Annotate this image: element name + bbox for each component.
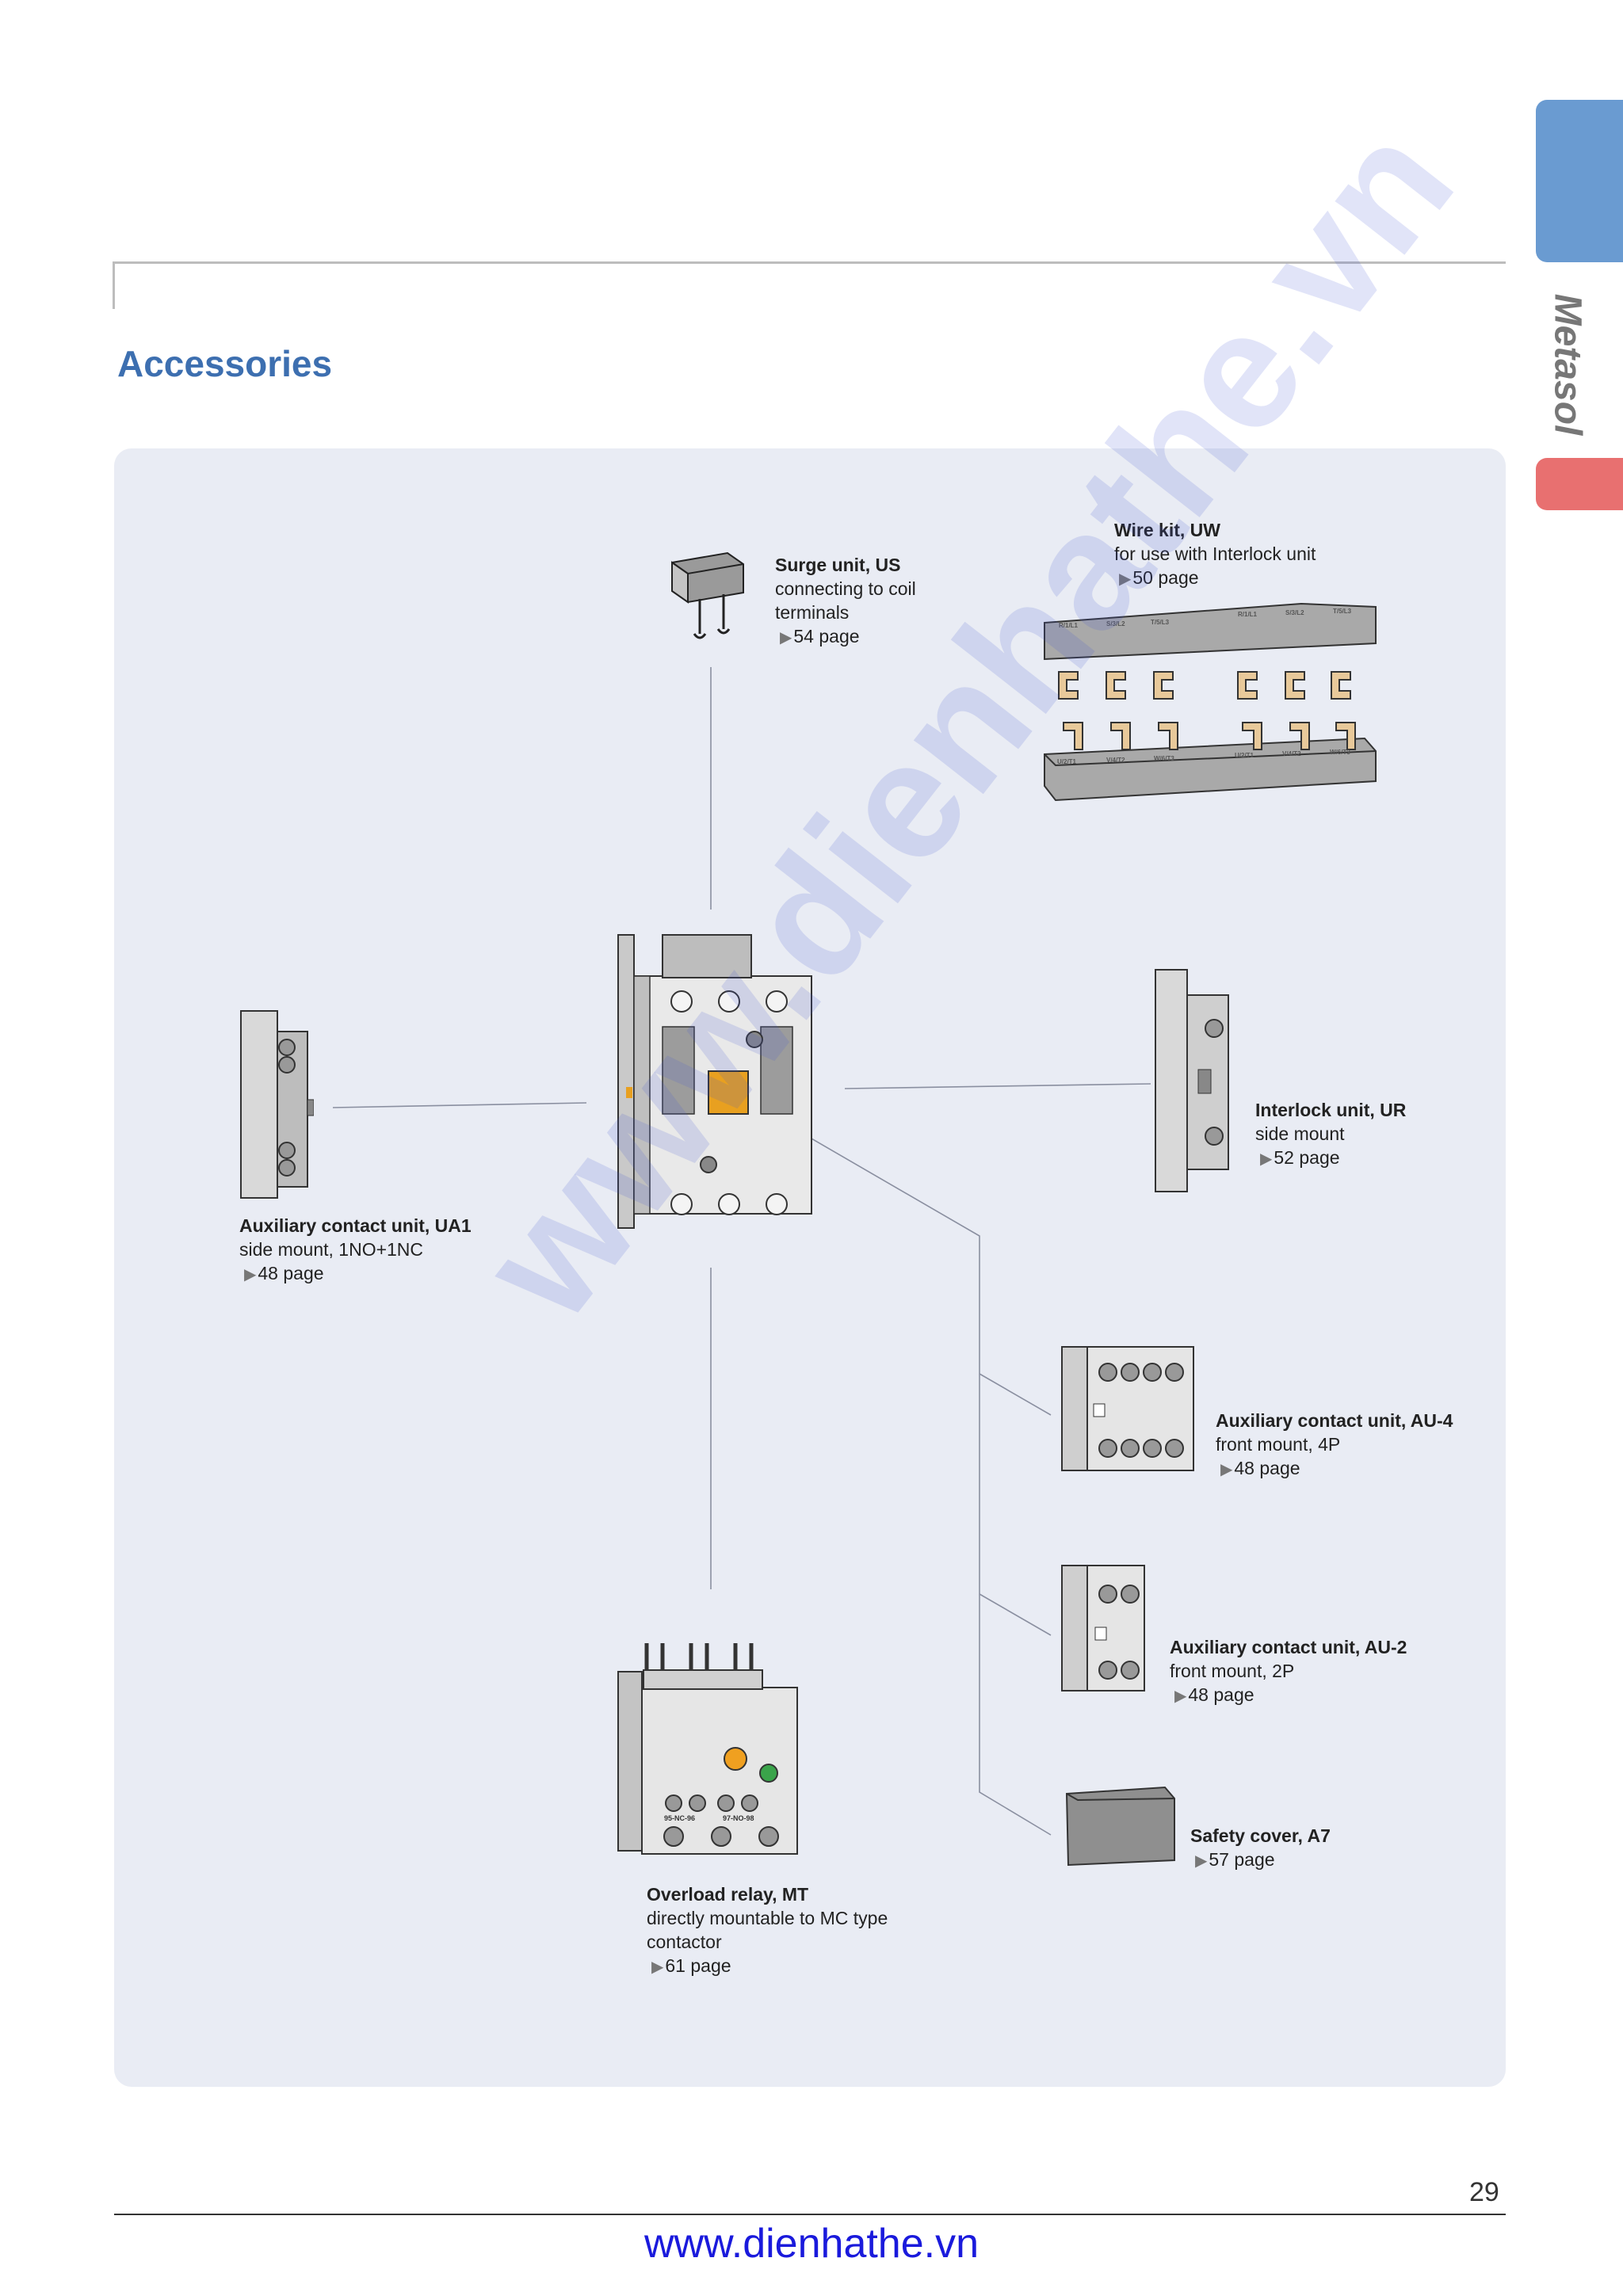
wire-kit-label: Wire kit, UW for use with Interlock unit…: [1114, 518, 1316, 591]
overload-page-link[interactable]: ▶61 page: [651, 1955, 731, 1976]
wire-label: T/5/L3: [1333, 608, 1352, 615]
arrow-right-icon: ▶: [244, 1266, 257, 1283]
safety-cover-label: Safety cover, A7 ▶57 page: [1190, 1824, 1331, 1873]
wire-label: V/4/T2: [1106, 757, 1125, 764]
interlock-label: Interlock unit, UR side mount ▶52 page: [1255, 1098, 1406, 1171]
au2-label: Auxiliary contact unit, AU-2 front mount…: [1170, 1635, 1407, 1708]
wire-label: R/1/L1: [1238, 611, 1258, 618]
arrow-right-icon: ▶: [651, 1958, 664, 1976]
surge-page-link[interactable]: ▶54 page: [780, 626, 860, 646]
overload-relay-label: Overload relay, MT directly mountable to…: [647, 1882, 888, 1979]
ua1-label: Auxiliary contact unit, UA1 side mount, …: [239, 1214, 472, 1287]
arrow-right-icon: ▶: [1195, 1852, 1208, 1870]
interlock-page-link[interactable]: ▶52 page: [1260, 1147, 1340, 1168]
wire-label: U/2/T1: [1057, 758, 1077, 765]
au4-image: [1061, 1346, 1194, 1471]
wire-kit-image: R/1/L1 S/3/L2 T/5/L3 R/1/L1 S/3/L2 T/5/L…: [1044, 602, 1377, 802]
side-tab-red: [1536, 458, 1623, 510]
ua1-image: [240, 1010, 314, 1199]
surge-unit-image: [671, 551, 744, 639]
side-tab-blue: [1536, 100, 1623, 262]
wire-label: S/3/L2: [1285, 609, 1304, 616]
surge-unit-label: Surge unit, US connecting to coil termin…: [775, 553, 916, 650]
arrow-right-icon: ▶: [1174, 1688, 1187, 1705]
relay-nc-label: 95-NC-96: [664, 1814, 695, 1822]
wire-label: S/3/L2: [1106, 620, 1125, 627]
wire-kit-page-link[interactable]: ▶50 page: [1119, 567, 1199, 588]
header-rule: [113, 261, 1506, 264]
safety-cover-image: [1065, 1786, 1175, 1867]
page-number: 29: [1469, 2177, 1499, 2207]
wire-label: V/4/T2: [1282, 750, 1301, 757]
footer-url[interactable]: www.dienhathe.vn: [643, 2221, 980, 2267]
wire-label: R/1/L1: [1059, 622, 1079, 629]
header-rule-tick: [113, 261, 115, 309]
wire-label: W/6/T3: [1330, 749, 1350, 756]
accessories-panel: [114, 448, 1506, 2087]
wire-label: U/2/T1: [1235, 752, 1254, 759]
safety-cover-page-link[interactable]: ▶57 page: [1195, 1849, 1275, 1870]
ua1-page-link[interactable]: ▶48 page: [244, 1263, 324, 1283]
page-title: Accessories: [117, 343, 333, 384]
contactor-image: [617, 934, 812, 1229]
arrow-right-icon: ▶: [780, 629, 792, 646]
overload-relay-image: 95-NC-96 97-NO-98: [617, 1643, 798, 1855]
au2-image: [1061, 1565, 1145, 1691]
au4-label: Auxiliary contact unit, AU-4 front mount…: [1216, 1409, 1453, 1482]
arrow-right-icon: ▶: [1119, 570, 1132, 588]
arrow-right-icon: ▶: [1220, 1461, 1233, 1478]
wire-label: W/6/T3: [1154, 755, 1174, 762]
au2-page-link[interactable]: ▶48 page: [1174, 1684, 1254, 1705]
au4-page-link[interactable]: ▶48 page: [1220, 1458, 1300, 1478]
interlock-image: [1155, 969, 1229, 1192]
relay-no-label: 97-NO-98: [723, 1814, 754, 1822]
wire-label: T/5/L3: [1151, 619, 1170, 626]
footer-rule: [114, 2214, 1506, 2215]
arrow-right-icon: ▶: [1260, 1150, 1273, 1168]
